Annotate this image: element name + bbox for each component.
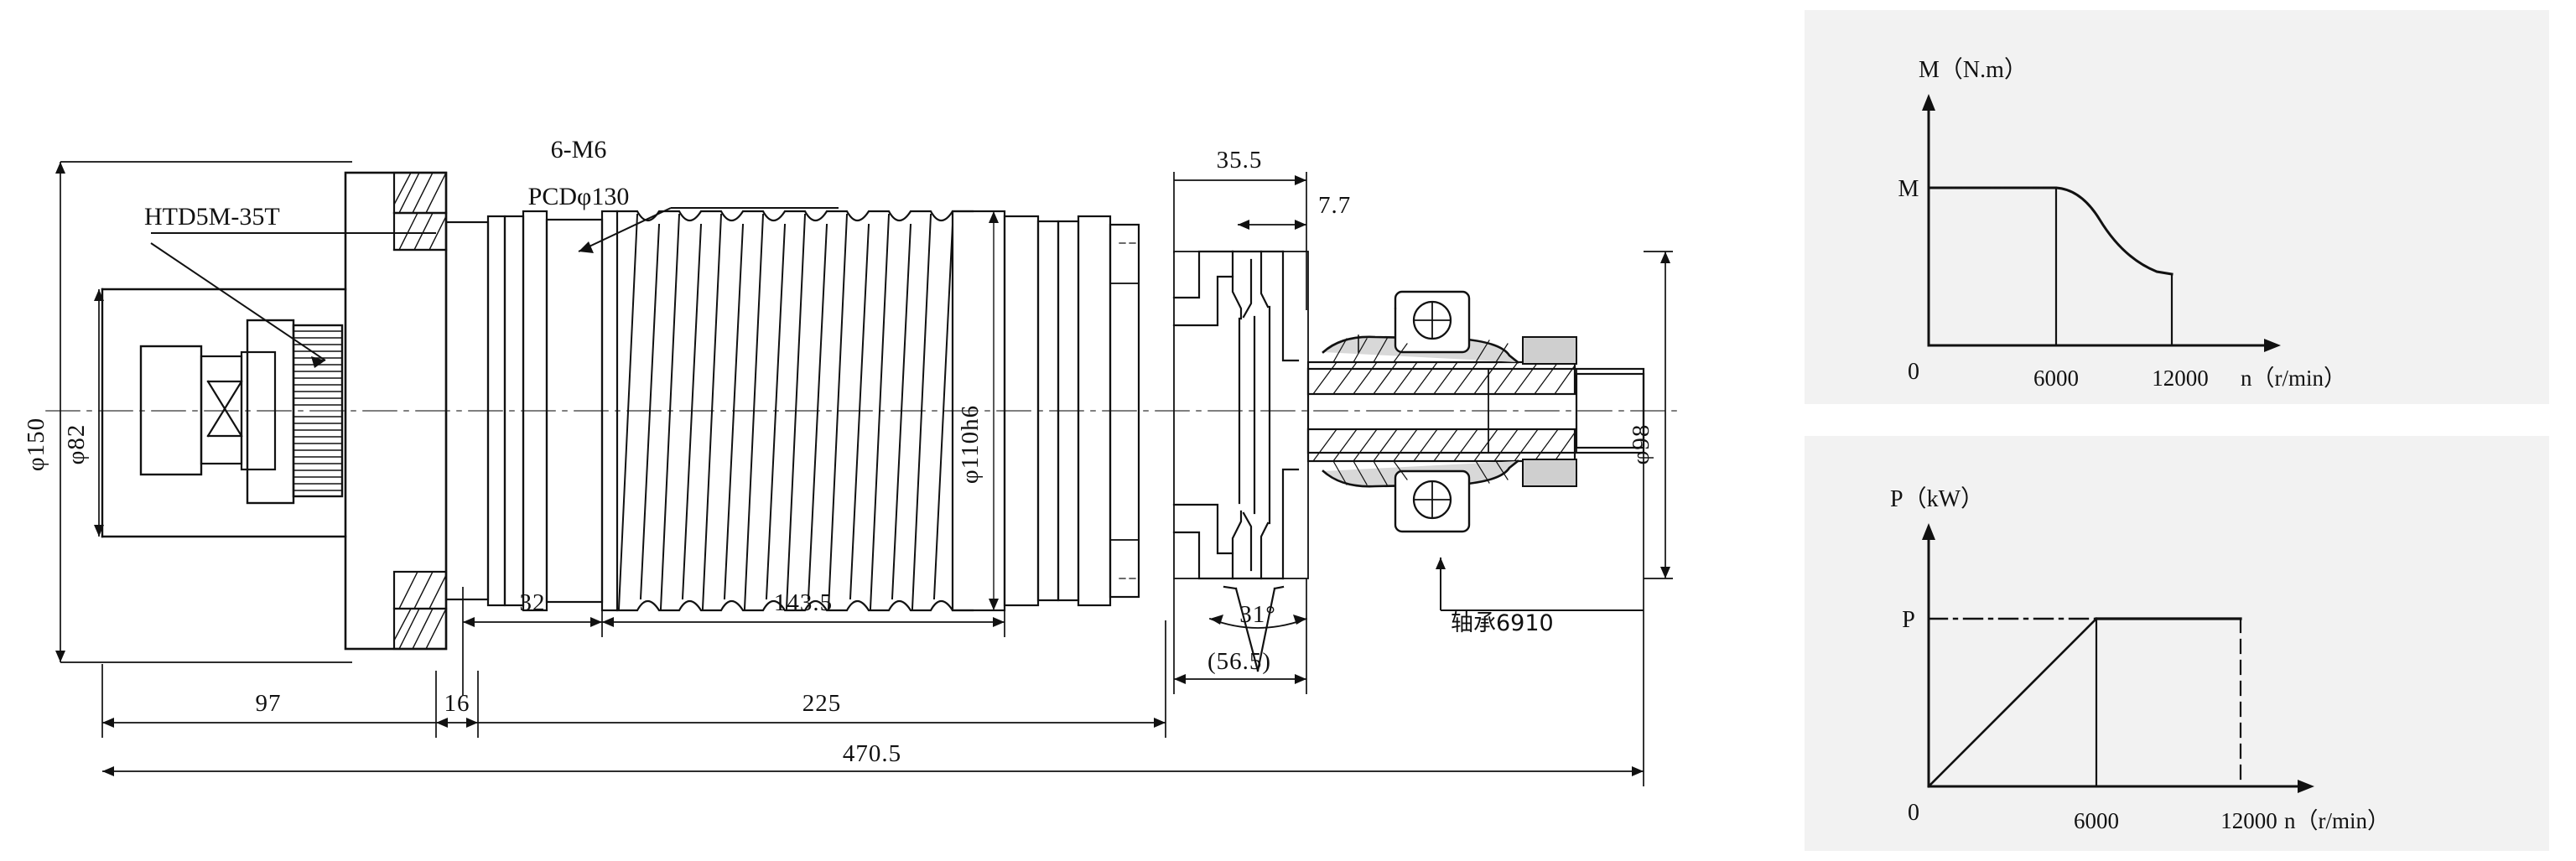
- torque-origin: 0: [1908, 359, 1919, 385]
- bearing-sleeve-top: [1306, 360, 1576, 396]
- front-bearing-assembly: [1306, 290, 1645, 533]
- power-y-tick: P: [1902, 607, 1915, 633]
- torque-chart: M（N.m） M 0 6000 12000 n（r/min）: [1898, 56, 2346, 391]
- dim-32: 32: [520, 589, 546, 616]
- power-xtick-12000: 12000: [2220, 808, 2277, 833]
- flange-bottom: [392, 570, 448, 651]
- torque-y-label: M（N.m）: [1919, 56, 2028, 83]
- dim-phi110h6: φ110h6: [957, 405, 984, 484]
- label-bolt-count: 6-M6: [551, 136, 607, 163]
- torque-curve: [1927, 186, 2174, 276]
- power-y-label: P（kW）: [1890, 485, 1984, 512]
- torque-chart-panel: M（N.m） M 0 6000 12000 n（r/min）: [1805, 10, 2549, 404]
- dim-16: 16: [444, 690, 470, 717]
- dim-97: 97: [256, 690, 282, 717]
- dim-taper-angle: 31°: [1239, 601, 1276, 628]
- label-bearing: 轴承6910: [1451, 610, 1554, 636]
- power-chart-panel: P（kW） P 0 6000 12000 n（r/min）: [1805, 436, 2549, 851]
- leader-bolt-circle: [578, 207, 672, 252]
- dim-phi98: φ98: [1628, 424, 1654, 465]
- dim-56-5: (56.5): [1208, 648, 1271, 675]
- helical-fins: [617, 213, 954, 610]
- spindle-assembly-drawing: HTD5M-35T 6-M6 PCDφ130 轴承6910 φ150 φ82 φ…: [23, 136, 1678, 786]
- rear-pulley-group: [101, 288, 347, 538]
- power-chart: P（kW） P 0 6000 12000 n（r/min）: [1890, 485, 2390, 833]
- bearing-sleeve-bottom: [1306, 428, 1576, 463]
- dimension-arrowheads: [55, 162, 1670, 776]
- y-axis-arrow: [1922, 94, 1935, 111]
- dim-470-5: 470.5: [843, 740, 901, 767]
- torque-xtick-6000: 6000: [2033, 366, 2079, 391]
- dim-7-7: 7.7: [1318, 192, 1351, 219]
- bearing-6910-bottom: [1322, 459, 1577, 533]
- leader-pulley: [150, 242, 326, 361]
- power-ramp: [1927, 617, 2098, 788]
- cooling-fin-section: [600, 210, 1006, 612]
- power-x-label: n（r/min）: [2284, 808, 2390, 833]
- pulley-teeth: [293, 330, 343, 491]
- x-axis-arrow: [2298, 780, 2314, 793]
- power-origin: 0: [1908, 800, 1919, 826]
- x-axis-arrow: [2264, 339, 2281, 352]
- front-rings: [1003, 215, 1140, 607]
- torque-y-tick: M: [1898, 176, 1919, 202]
- dim-35-5: 35.5: [1217, 147, 1263, 174]
- dim-143-5: 143.5: [774, 589, 833, 616]
- dim-225: 225: [802, 690, 842, 717]
- y-axis-arrow: [1922, 523, 1935, 540]
- flange-top: [392, 171, 448, 252]
- bearing-6910-top: [1322, 290, 1577, 365]
- nose-section: [1172, 250, 1309, 672]
- label-pulley: HTD5M-35T: [144, 203, 280, 231]
- label-bolt-circle: PCDφ130: [528, 183, 630, 210]
- dim-phi82: φ82: [63, 424, 90, 465]
- torque-xtick-12000: 12000: [2152, 366, 2209, 391]
- dim-phi150: φ150: [23, 418, 49, 471]
- torque-x-label: n（r/min）: [2241, 366, 2346, 391]
- power-xtick-6000: 6000: [2074, 808, 2119, 833]
